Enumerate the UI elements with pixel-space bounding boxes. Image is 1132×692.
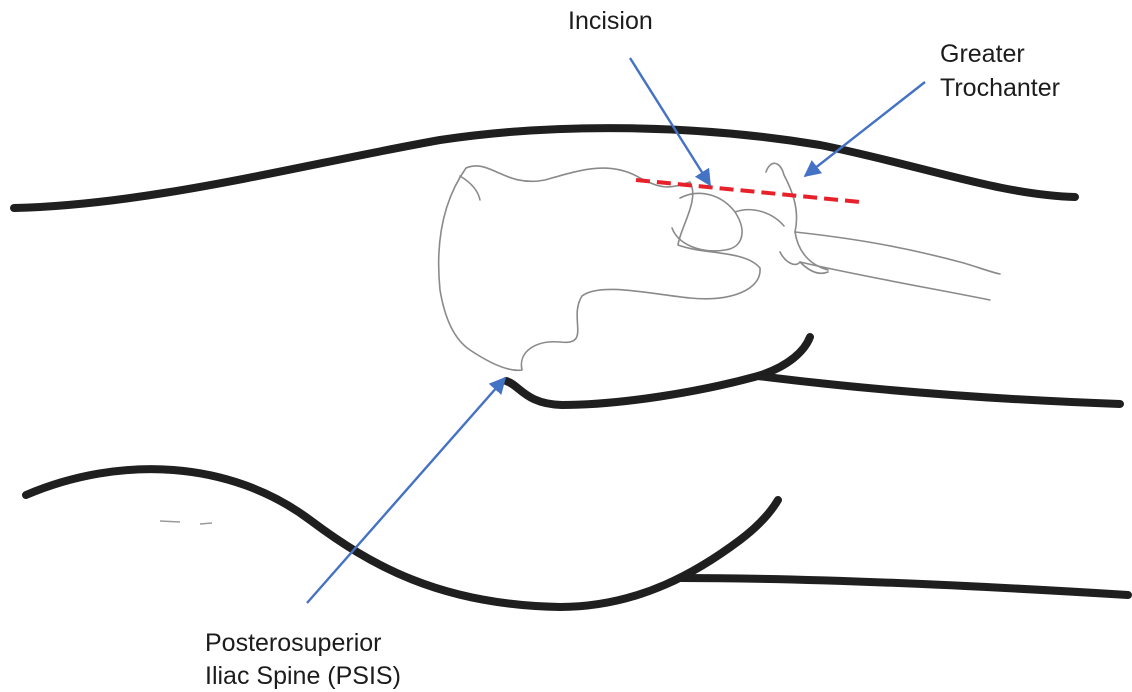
iliac-crest-detail — [460, 176, 480, 200]
femoral-head — [672, 193, 742, 250]
lower-body-contour — [26, 469, 778, 607]
psis-arrow — [307, 378, 505, 603]
upper-body-contour — [14, 128, 1075, 208]
thigh-line-lower — [680, 578, 1128, 595]
femoral-neck — [735, 210, 784, 226]
greater-trochanter-sketch — [766, 163, 828, 270]
greater-trochanter-label-line2: Trochanter — [940, 72, 1060, 104]
greater-trochanter-label-line1: Greater — [940, 38, 1025, 70]
thigh-line-upper — [758, 376, 1120, 404]
psis-label-line1: Posterosuperior — [205, 627, 381, 659]
incision-arrow — [630, 58, 710, 185]
psis-label-line2: Iliac Spine (PSIS) — [205, 660, 401, 692]
buttock-crease-upper — [506, 337, 810, 405]
body-outline — [14, 128, 1128, 607]
pointer-arrows — [307, 58, 925, 603]
sketch-marks — [160, 521, 212, 524]
incision-label: Incision — [568, 5, 653, 37]
femur-shaft-lower — [800, 262, 990, 300]
incision-line — [636, 180, 860, 202]
iliac-wing-outline — [439, 166, 760, 370]
pelvis-bone-sketch — [439, 163, 1000, 370]
